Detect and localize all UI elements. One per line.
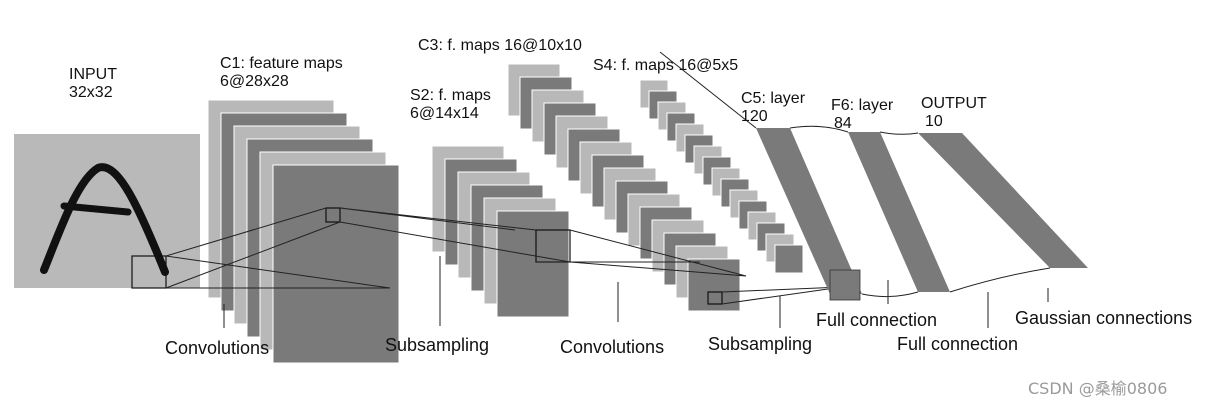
handwritten-a-crossbar — [60, 202, 132, 216]
s2-map-6 — [496, 210, 570, 318]
sub2-projection-lines — [721, 286, 843, 305]
handwritten-a-glyph — [40, 163, 169, 276]
c1-receptive-field — [325, 207, 341, 223]
c3-feature-map-stack — [507, 63, 741, 312]
c5-label: C5: layer — [741, 90, 806, 107]
c3-label: C3: f. maps 16@10x10 — [418, 37, 582, 54]
output-layer-bar — [918, 133, 1088, 268]
conv1-label: Convolutions — [165, 338, 269, 358]
input-image — [14, 134, 200, 289]
s2-feature-map-stack — [431, 145, 570, 318]
c1-size-label: 6@28x28 — [220, 73, 289, 90]
conv2-projection-lines — [536, 229, 747, 277]
operation-tick-marks — [223, 256, 1049, 328]
full1-label: Full connection — [816, 310, 937, 330]
s4-label: S4: f. maps 16@5x5 — [593, 57, 738, 74]
c1-label: C1: feature maps — [220, 55, 343, 72]
c1-feature-map-stack — [207, 99, 400, 364]
input-size-label: 32x32 — [69, 84, 113, 101]
conv2-label: Convolutions — [560, 337, 664, 357]
fc-connection-curves — [789, 125, 1051, 298]
input-label: INPUT — [69, 66, 117, 83]
input-receptive-field — [131, 255, 167, 289]
csdn-watermark: CSDN @桑榆0806 — [1028, 379, 1167, 398]
receptive-field-connections — [165, 207, 843, 305]
c5-layer-bar — [756, 128, 862, 294]
layer-labels: INPUT 32x32 C1: feature maps 6@28x28 S2:… — [69, 37, 987, 132]
c1-map-6 — [272, 164, 400, 364]
output-label: OUTPUT — [921, 95, 987, 112]
c3-map-16 — [687, 258, 741, 312]
full2-label: Full connection — [897, 334, 1018, 354]
gauss-label: Gaussian connections — [1015, 308, 1192, 328]
sub1-projection-lines — [339, 207, 571, 263]
sub1-label: Subsampling — [385, 335, 489, 355]
c5-size-label: 120 — [741, 108, 768, 125]
f6-label: F6: layer — [831, 97, 894, 114]
operation-labels: Convolutions Subsampling Convolutions Su… — [165, 308, 1192, 358]
sub2-label: Subsampling — [708, 334, 812, 354]
conv1-projection-lines — [165, 207, 391, 289]
s4-map-16 — [774, 244, 804, 274]
s2-label: S2: f. maps — [410, 87, 491, 104]
s4-feature-map-stack — [639, 79, 804, 274]
fully-connected-layers — [659, 51, 1088, 301]
output-size-label: 10 — [925, 113, 943, 130]
c5-unit-block — [829, 269, 861, 301]
s4-receptive-field — [707, 291, 723, 305]
f6-size-label: 84 — [834, 115, 852, 132]
s2-size-label: 6@14x14 — [410, 105, 479, 122]
s4-to-c5-line — [659, 51, 757, 129]
f6-layer-bar — [848, 132, 950, 292]
